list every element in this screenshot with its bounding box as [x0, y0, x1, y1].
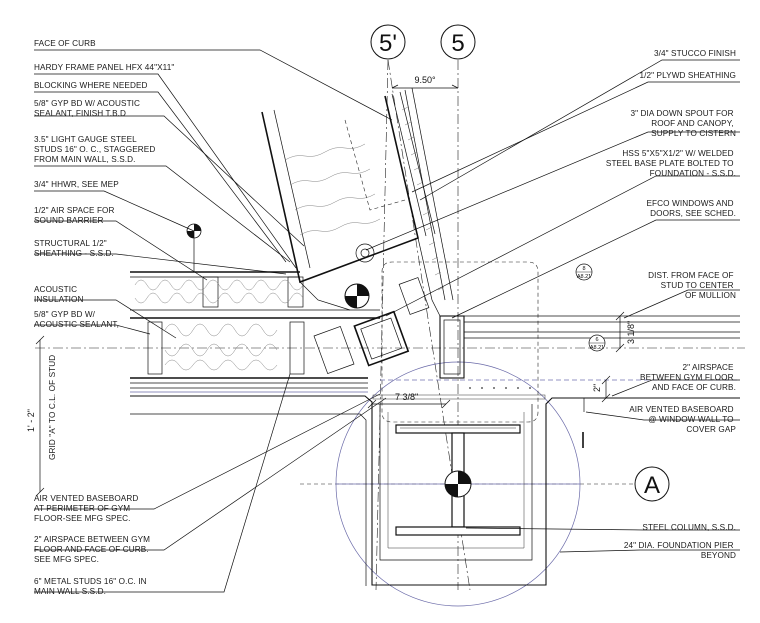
dimension-airspace-label: 2" — [592, 384, 602, 392]
left-notes: FACE OF CURB HARDY FRAME PANEL HFX 44"X1… — [34, 39, 174, 596]
section-tag-6-number: 6 — [595, 337, 598, 343]
leader-lines — [34, 49, 740, 593]
note-foundation-pier: 24" DIA. FOUNDATION PIER BEYOND — [624, 541, 736, 560]
angle-dimension-label: 9.50° — [414, 75, 436, 85]
note-air-vented-baseboard: AIR VENTED BASEBOARD AT PERIMETER OF GYM… — [34, 494, 141, 523]
dimension-7-3-8-label: 7 3/8" — [395, 392, 418, 402]
note-airspace-right: 2" AIRSPACE BETWEEN GYM FLOOR AND FACE O… — [640, 363, 736, 392]
concrete-curb — [130, 394, 740, 586]
dimension-7-3-8: 7 3/8" — [367, 392, 451, 409]
note-gyp-bd-acoustic: 5/8" GYP BD W/ ACOUSTIC SEALANT, FINISH … — [34, 99, 142, 118]
note-metal-studs: 6" METAL STUDS 16" O.C. IN MAIN WALL S.S… — [34, 577, 149, 596]
note-light-gauge-studs: 3.5" LIGHT GAUGE STEEL STUDS 16" O. C., … — [34, 135, 158, 164]
center-mark-column — [444, 470, 472, 498]
note-steel-column: STEEL COLUMN, S.S.D. — [642, 523, 736, 532]
note-air-vented-window: AIR VENTED BASEBOARD @ WINDOW WALL TO CO… — [629, 405, 736, 434]
dimension-grid-a-note: GRID "A" TO C.L. OF STUD — [48, 355, 57, 460]
note-blocking: BLOCKING WHERE NEEDED — [34, 81, 148, 90]
note-down-spout: 3" DIA DOWN SPOUT FOR ROOF AND CANOPY, S… — [631, 109, 737, 138]
section-tag-8-number: 8 — [582, 266, 585, 272]
note-hhwr: 3/4" HHWR, SEE MEP — [34, 180, 119, 189]
dimension-grid-a-to-stud-label: 1' - 2" — [26, 409, 36, 432]
grid-lines — [35, 59, 745, 591]
section-tag-6-sheet: A8.21 — [590, 345, 604, 351]
note-air-space: 1/2" AIR SPACE FOR SOUND BARRIER — [34, 206, 117, 225]
grid-bubble-a: A — [634, 466, 670, 502]
center-mark-corner — [344, 283, 370, 309]
dimension-grid-a-to-stud: 1' - 2" GRID "A" TO C.L. OF STUD — [26, 335, 57, 497]
grid-bubble-5-prime: 5' — [370, 24, 406, 60]
grid-bubble-5-prime-label: 5' — [379, 30, 397, 57]
note-stucco-finish: 3/4" STUCCO FINISH — [654, 49, 736, 58]
angle-dimension: 9.50° — [391, 75, 459, 89]
note-structural-sheathing: STRUCTURAL 1/2" SHEATHING - S.S.D. — [34, 239, 114, 258]
note-plywood-sheathing: 1/2" PLYWD SHEATHING — [639, 71, 736, 80]
grid-bubble-a-label: A — [644, 472, 660, 499]
section-tag-8: 8 A8.21 — [575, 263, 593, 281]
dimension-right-small-label: 3 1/8" — [626, 321, 636, 344]
section-tag-6: 6 A8.21 — [588, 334, 606, 352]
dimension-airspace: 2" — [583, 375, 611, 412]
angled-wall — [261, 87, 454, 301]
note-airspace-gym-floor: 2" AIRSPACE BETWEEN GYM FLOOR AND FACE O… — [34, 535, 152, 564]
note-gyp-bd-sealant: 5/8" GYP BD W/ ACOUSTIC SEALANT, — [34, 310, 119, 329]
corner-structure — [299, 237, 740, 423]
note-hss-column: HSS 5"X5"X1/2" W/ WELDED STEEL BASE PLAT… — [606, 149, 736, 178]
note-hardy-frame-panel: HARDY FRAME PANEL HFX 44"X11" — [34, 63, 174, 72]
grid-bubble-5-label: 5 — [451, 30, 464, 57]
note-face-of-curb: FACE OF CURB — [34, 39, 96, 48]
right-notes: 3/4" STUCCO FINISH 1/2" PLYWD SHEATHING … — [606, 49, 737, 560]
grid-bubble-5: 5 — [440, 24, 476, 60]
note-acoustic-insulation: ACOUSTIC INSULATION — [34, 285, 84, 304]
section-tag-8-sheet: A8.21 — [577, 274, 591, 280]
note-efco-windows: EFCO WINDOWS AND DOORS, SEE SCHED. — [647, 199, 737, 218]
note-dist-face-of-stud: DIST. FROM FACE OF STUD TO CENTER OF MUL… — [648, 271, 736, 300]
dimension-right-small: 3 1/8" — [615, 311, 636, 353]
